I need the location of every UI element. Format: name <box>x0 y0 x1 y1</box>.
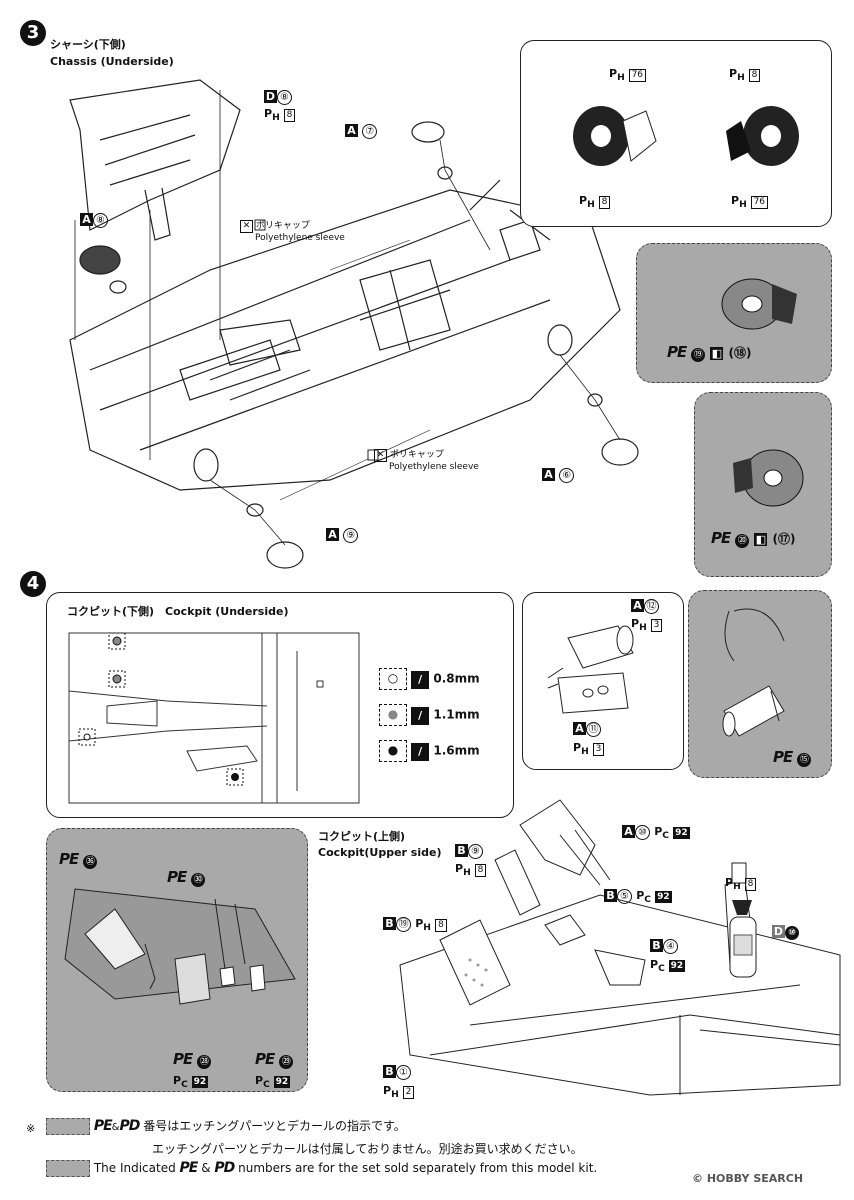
brake-ph8-bottom: PH 8 <box>579 194 611 210</box>
drill-slash-icon: / <box>411 670 430 689</box>
callout-d8-ph: PH 8 <box>264 107 296 123</box>
pe15-label: PE ⑮ <box>773 747 812 767</box>
step-3-title-en: Chassis (Underside) <box>50 55 174 68</box>
brake-ph76-bottom: PH 76 <box>731 194 769 210</box>
callout-a6: A ⑥ <box>542 467 575 483</box>
callout-b1-ph: PH 2 <box>383 1084 415 1100</box>
callout-a11-ph: PH 3 <box>573 741 605 757</box>
callout-a9: A ⑨ <box>326 527 359 543</box>
footer-line-1: PE&PD 番号はエッチングパーツとデカールの指示です。 <box>46 1117 406 1135</box>
extinguisher-illustration <box>729 900 757 978</box>
drill-row-0.8: ○ / 0.8mm <box>379 668 480 690</box>
legend-swatch <box>46 1160 90 1177</box>
no-glue-icon: ✕ <box>240 220 253 233</box>
hole-medium-icon: ● <box>379 704 407 726</box>
cockpit-upper-pe-box: PE ㊱ PE ㉚ PE ㉘ PC 92 PE ㉙ PC 92 <box>46 828 308 1092</box>
cockpit-upper-illustration <box>399 799 841 1096</box>
cockpit-upper-title-jp: コクピット(上側) <box>318 830 406 843</box>
hole-small-icon: ○ <box>379 668 407 690</box>
pe28-label: PE ㉘ PC 92 <box>173 1049 212 1090</box>
drill-row-1.6: ● / 1.6mm <box>379 740 480 762</box>
brake-disc-right <box>726 106 799 166</box>
callout-a12-ph: PH 3 <box>631 617 663 633</box>
pe20-detail-box: PE ⑳ ◧ (⑰) <box>694 392 832 577</box>
extinguisher-ph: PH 8 <box>725 876 757 892</box>
step-3-title-jp: シャーシ(下側) <box>50 38 126 51</box>
pe15-strap-illustration <box>722 608 785 737</box>
pe19-label: PE ⑲ ◧ (⑱) <box>667 343 752 362</box>
poly-sleeve-note-2: ✕ ポリキャップ Polyethylene sleeve <box>374 447 479 472</box>
pe20-caliper-illustration <box>733 449 804 507</box>
pe36-label: PE ㊱ <box>59 849 98 869</box>
chassis-underside-illustration <box>69 79 639 569</box>
no-glue-icon: ✕ <box>374 449 387 462</box>
column-illustration <box>547 625 634 714</box>
pe29-label: PE ㉙ PC 92 <box>255 1049 294 1090</box>
decal-icon: ◧ <box>754 533 768 546</box>
drill-row-1.1: ● / 1.1mm <box>379 704 480 726</box>
step-3-number: 3 <box>20 20 46 46</box>
brake-disc-left <box>573 106 657 166</box>
brake-detail-box: PH 76 PH 8 PH 8 PH 76 <box>520 40 832 227</box>
cockpit-underside-title: コクピット(下側) Cockpit (Underside) <box>67 605 289 618</box>
drill-slash-icon: / <box>411 706 430 725</box>
pe19-detail-box: PE ⑲ ◧ (⑱) <box>636 243 832 383</box>
footer-asterisk: ※ <box>26 1122 36 1135</box>
decal-icon: ◧ <box>710 347 724 360</box>
step-4-number: 4 <box>20 571 46 597</box>
poly-sleeve-note-1: ✕ ポリキャップ Polyethylene sleeve <box>240 218 345 243</box>
cockpit-underside-box: コクピット(下側) Cockpit (Underside) ○ / 0.8mm … <box>46 592 514 818</box>
pe15-detail-box: PE ⑮ <box>688 590 832 778</box>
pe20-label: PE ⑳ ◧ (⑰) <box>711 529 796 548</box>
brake-ph8-top: PH 8 <box>729 67 761 83</box>
watermark: © HOBBY SEARCH <box>692 1172 804 1185</box>
hole-large-icon: ● <box>379 740 407 762</box>
drill-slash-icon: / <box>411 742 430 761</box>
pe19-caliper-illustration <box>721 278 797 330</box>
cockpit-upper-pe-illustration <box>64 888 296 1005</box>
brake-ph76-top: PH 76 <box>609 67 647 83</box>
footer-line-3: The Indicated PE & PD numbers are for th… <box>46 1160 597 1177</box>
callout-b9-ph: PH 8 <box>455 862 487 878</box>
callout-a7: A ⑦ <box>345 123 378 139</box>
pe30-label: PE ㉚ <box>167 867 206 887</box>
cockpit-underside-drawing <box>68 632 360 804</box>
callout-b4-pc: PC 92 <box>650 958 686 975</box>
footer-line-2: エッチングパーツとデカールは付属しておりません。別途お買い求めください。 <box>152 1142 583 1156</box>
legend-swatch <box>46 1118 90 1135</box>
cockpit-upper-title-en: Cockpit(Upper side) <box>318 846 442 859</box>
